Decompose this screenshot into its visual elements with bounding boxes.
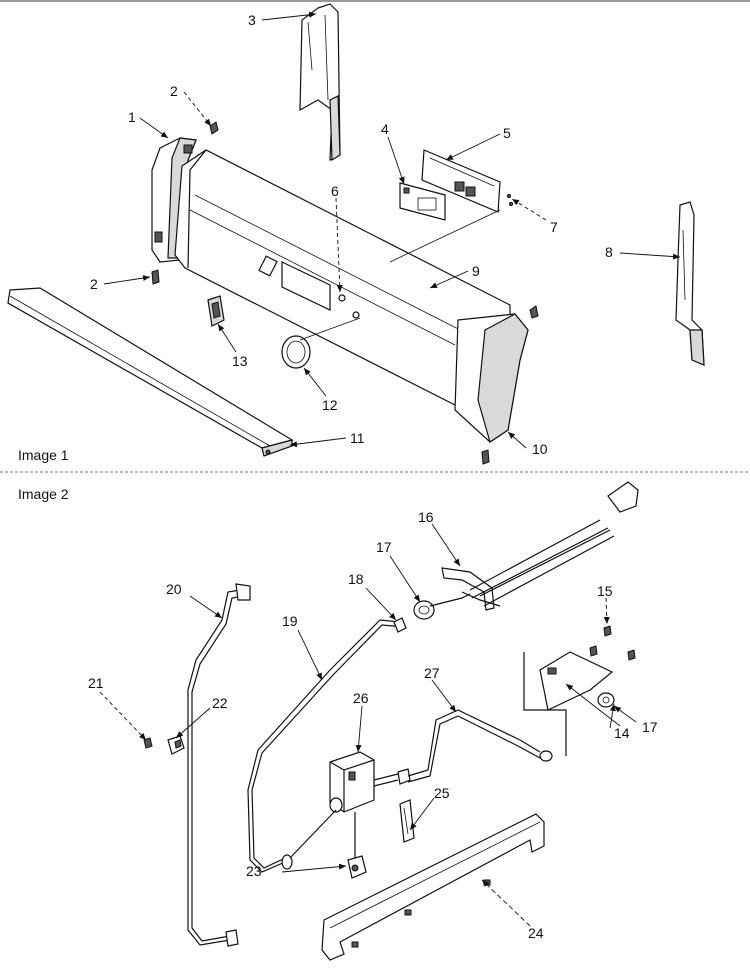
callout-18: 18 bbox=[348, 571, 364, 587]
part-3-bracket bbox=[299, 3, 341, 162]
part-13-switch bbox=[207, 295, 225, 327]
image1-leaders bbox=[103, 11, 681, 449]
callout-17-top: 17 bbox=[376, 539, 392, 555]
callout-17-right: 17 bbox=[642, 719, 658, 735]
part-8-bracket bbox=[675, 201, 705, 366]
callout-7: 7 bbox=[550, 219, 558, 235]
callout-11: 11 bbox=[350, 430, 365, 446]
part-10-end-cap bbox=[454, 305, 539, 465]
part-17-nut-top bbox=[413, 600, 435, 620]
image1-caption: Image 1 bbox=[18, 447, 69, 463]
callout-24: 24 bbox=[528, 925, 544, 941]
part-12-knob bbox=[281, 335, 311, 369]
callout-12: 12 bbox=[322, 397, 338, 413]
callout-26: 26 bbox=[353, 690, 369, 706]
callout-25: 25 bbox=[434, 785, 450, 801]
part-21-screw bbox=[143, 737, 153, 749]
callout-5: 5 bbox=[503, 125, 511, 141]
callout-16: 16 bbox=[418, 509, 434, 525]
callout-1: 1 bbox=[128, 109, 136, 125]
callout-3: 3 bbox=[248, 12, 256, 28]
callout-19: 19 bbox=[282, 613, 298, 629]
part-4-overlay bbox=[399, 182, 446, 221]
image2-caption: Image 2 bbox=[18, 486, 69, 502]
part-14-bracket bbox=[523, 651, 615, 756]
part-22-clip bbox=[167, 735, 185, 755]
part-5-display-board bbox=[421, 149, 501, 213]
callout-2-top: 2 bbox=[170, 83, 178, 99]
part-2-screw-top bbox=[209, 121, 219, 135]
part-18-fitting bbox=[393, 617, 407, 633]
part-25-bracket bbox=[399, 799, 415, 843]
callout-27: 27 bbox=[424, 665, 440, 681]
callout-13: 13 bbox=[232, 353, 248, 369]
callout-6: 6 bbox=[331, 183, 339, 199]
callout-22: 22 bbox=[212, 695, 228, 711]
part-link-26-19 bbox=[289, 809, 337, 859]
part-15-screws bbox=[589, 625, 636, 661]
part-27-tube bbox=[407, 709, 553, 783]
callout-8: 8 bbox=[605, 244, 613, 260]
image2-group: Image 2 bbox=[18, 481, 658, 961]
part-26-valve bbox=[329, 751, 411, 813]
part-23-fitting bbox=[347, 855, 367, 879]
callout-9: 9 bbox=[472, 263, 480, 279]
callout-23: 23 bbox=[246, 863, 262, 879]
part-7-screws bbox=[506, 193, 514, 207]
image2-leaders bbox=[99, 523, 637, 927]
callout-20: 20 bbox=[166, 581, 182, 597]
callout-10: 10 bbox=[532, 441, 548, 457]
callout-2-bottom: 2 bbox=[90, 276, 98, 292]
part-20-tube bbox=[187, 583, 251, 947]
callout-4: 4 bbox=[381, 121, 389, 137]
part-16-bracket bbox=[441, 481, 639, 611]
image1-group: 3 1 2 2 4 5 6 7 8 9 10 11 12 13 Image 1 bbox=[7, 3, 705, 465]
part-2-screw-bottom bbox=[151, 269, 160, 285]
callout-21: 21 bbox=[88, 675, 104, 691]
part-19-tube bbox=[247, 619, 405, 873]
callout-15: 15 bbox=[597, 583, 613, 599]
part-tube-link bbox=[429, 593, 471, 607]
part-11-trim-rail bbox=[7, 287, 294, 457]
callout-14: 14 bbox=[614, 725, 630, 741]
